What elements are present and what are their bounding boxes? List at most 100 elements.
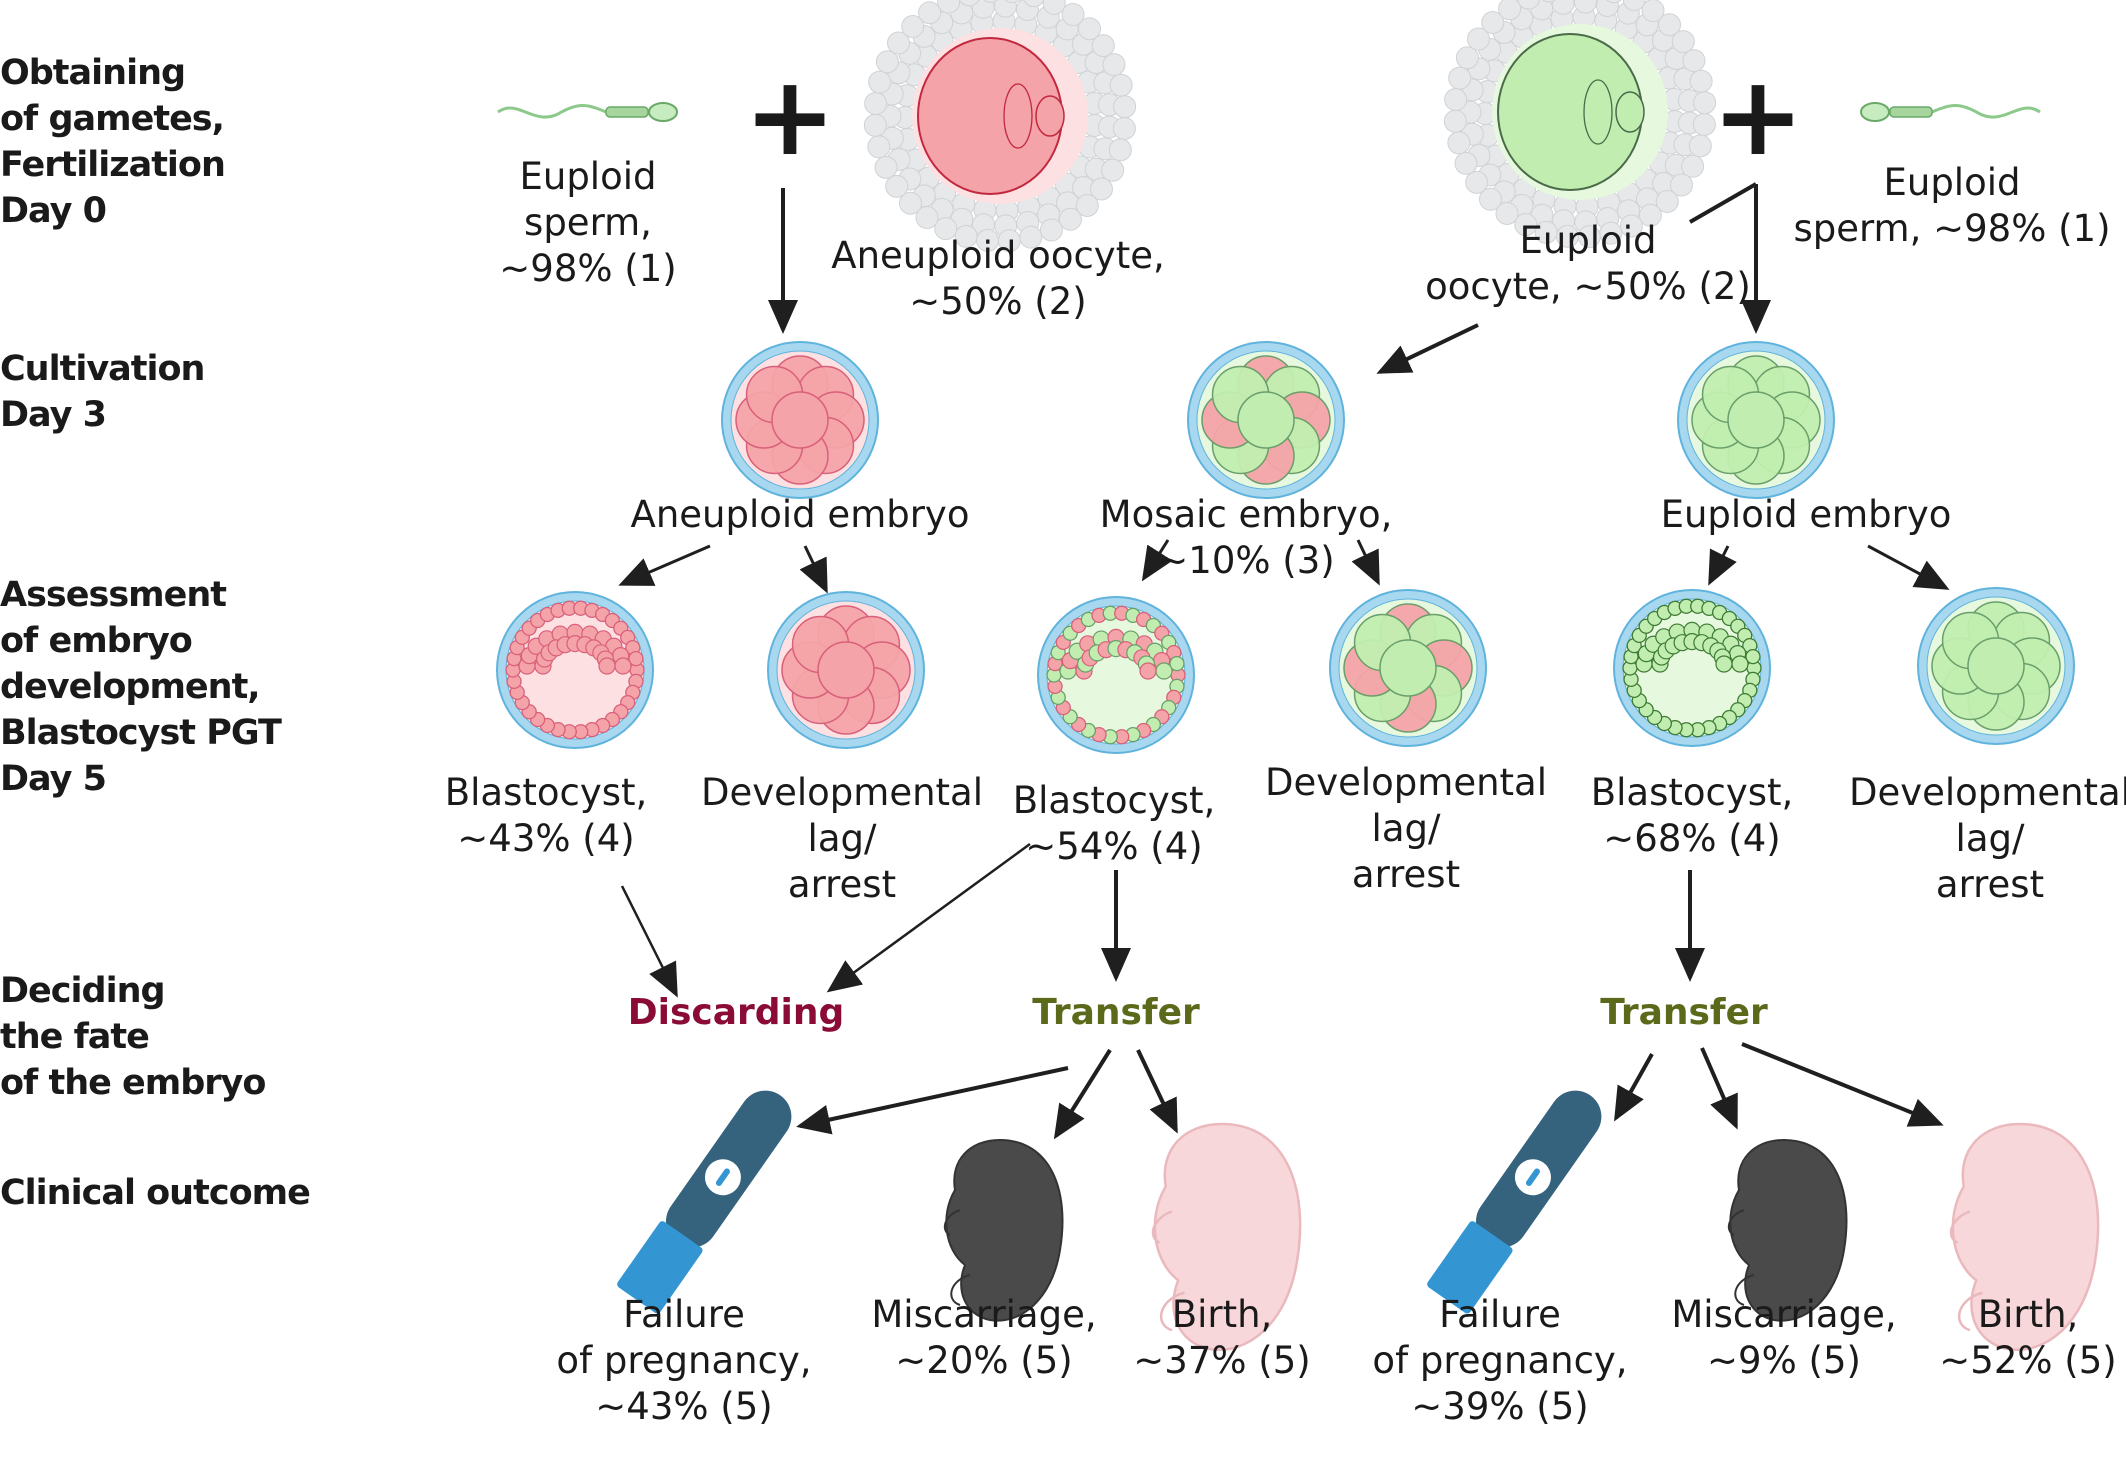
fetus-arm	[1949, 1210, 1971, 1244]
stage-line: Clinical outcome	[0, 1173, 311, 1213]
arrested-embryo-icon-mosaic	[1329, 589, 1487, 747]
label-line: Blastocyst,	[1012, 779, 1216, 822]
trophectoderm-cell	[1745, 648, 1761, 665]
label-line: arrest	[1351, 853, 1461, 896]
blastocyst-icon-mosaic	[1037, 596, 1195, 754]
label-line: Birth,	[1171, 1293, 1273, 1336]
cumulus-cell	[1517, 0, 1540, 10]
stage-line: Deciding	[0, 971, 166, 1011]
test-handle	[1427, 1221, 1513, 1314]
pregnancy-test-icon	[617, 1090, 792, 1314]
label-mosaic-lag: Developmental lag/ arrest	[1265, 760, 1547, 898]
flow-arrow	[826, 842, 1031, 993]
label-line: Developmental	[1264, 761, 1548, 804]
stage-line: Day 3	[0, 395, 107, 435]
decision-transfer-mosaic: Transfer	[1032, 992, 1200, 1033]
cumulus-cell	[1465, 170, 1489, 194]
cumulus-cell	[1078, 17, 1102, 41]
blastomere	[771, 391, 829, 449]
label-line: Aneuploid oocyte,	[831, 234, 1165, 277]
blastomere	[817, 641, 875, 699]
test-line	[1525, 1168, 1540, 1186]
cumulus-cell	[993, 0, 1017, 18]
sperm-icon	[497, 102, 678, 122]
stage-line: Assessment	[0, 575, 227, 615]
cumulus-cell	[875, 50, 899, 74]
cumulus-cell	[1478, 187, 1502, 211]
label-line: arrest	[1935, 863, 2045, 906]
label-line: Blastocyst,	[1590, 771, 1794, 814]
cumulus-cell	[1658, 13, 1682, 37]
trophectoderm-cell	[628, 650, 644, 667]
sperm-tail	[497, 104, 607, 119]
cumulus-cell	[1669, 173, 1693, 197]
label-line: oocyte, ~50% (2)	[1425, 265, 1751, 308]
label-line: Euploid	[1519, 219, 1657, 262]
outcome-illustrations	[617, 1090, 2100, 1352]
test-line	[715, 1168, 730, 1186]
arrested-embryo-icon-euploid	[1917, 587, 2075, 745]
label-euploid-lag: Developmental lag/ arrest	[1849, 770, 2126, 908]
label-line: ~68% (4)	[1603, 817, 1781, 860]
stage-line: Day 5	[0, 759, 107, 799]
fetus-body	[1153, 1122, 1302, 1352]
label-line: lag/	[1371, 807, 1441, 850]
inner-cell-mass-cell	[614, 657, 632, 675]
sperm-midpiece	[605, 106, 649, 118]
cumulus-cell	[1112, 116, 1136, 140]
flow-arrows	[618, 182, 1950, 1140]
cumulus-cell	[1444, 88, 1468, 112]
flow-arrow	[1700, 1047, 1738, 1130]
cumulus-cell	[1688, 134, 1712, 158]
sperm-head	[1860, 102, 1890, 122]
test-handle	[617, 1221, 703, 1314]
cumulus-cell	[983, 0, 999, 3]
cumulus-cell	[1454, 151, 1478, 175]
flow-arrow	[799, 545, 828, 594]
label-line: of pregnancy,	[556, 1339, 812, 1382]
label-line: Developmental	[700, 771, 984, 814]
label-line: Euploid embryo	[1660, 493, 1952, 536]
label-line: Euploid	[1883, 161, 2021, 204]
oocyte-icon	[863, 0, 1137, 253]
cumulus-cell	[1682, 49, 1706, 73]
dark-fetus-icon	[1727, 1138, 1848, 1322]
cumulus-cell	[1061, 3, 1085, 27]
label-outcome-miscarriage-euploid: Miscarriage, ~9% (5)	[1671, 1292, 1896, 1384]
decision-discarding: Discarding	[627, 992, 845, 1033]
cumulus-cell	[1534, 220, 1558, 244]
trophectoderm-cell	[1169, 655, 1185, 672]
fetus-leg	[1160, 1291, 1185, 1332]
oocyte-icon	[1443, 0, 1717, 249]
cumulus-cell	[918, 1, 942, 25]
cumulus-cell	[1641, 0, 1665, 23]
label-line: Miscarriage,	[1671, 1293, 1897, 1336]
blastomere	[1379, 639, 1437, 697]
cumulus-cell	[958, 0, 980, 7]
cumulus-cell	[1622, 0, 1646, 11]
flow-arrow	[1053, 1048, 1112, 1140]
label-line: ~9% (5)	[1707, 1339, 1861, 1382]
embryo-icon-euploid	[1677, 341, 1835, 499]
label-euploid-sperm-right: Euploid sperm, ~98% (1)	[1793, 160, 2110, 252]
label-line: Miscarriage,	[871, 1293, 1097, 1336]
cumulus-cell	[874, 155, 898, 179]
stage-label-cultivation: Cultivation Day 3	[0, 346, 205, 438]
blastocyst-icon-aneuploid	[496, 591, 654, 749]
inner-cell-mass-cell	[1731, 655, 1749, 673]
stage-line: Fertilization	[0, 145, 226, 185]
stage-line: development,	[0, 667, 261, 707]
stage-label-deciding: Deciding the fate of the embryo	[0, 968, 266, 1106]
fetus-leg	[1734, 1274, 1755, 1306]
inner-cell-mass-cell	[1139, 662, 1157, 680]
label-line: Failure	[1439, 1293, 1561, 1336]
cumulus-cell	[864, 92, 888, 116]
cumulus-cell	[1113, 95, 1137, 119]
flow-arrow	[1141, 539, 1173, 582]
sperm-midpiece	[1889, 106, 1933, 118]
label-line: ~10% (3)	[1157, 539, 1335, 582]
cumulus-cell	[1514, 213, 1538, 237]
label-outcome-failure-euploid: Failure of pregnancy, ~39% (5)	[1372, 1292, 1627, 1430]
cumulus-cell	[1448, 66, 1472, 90]
